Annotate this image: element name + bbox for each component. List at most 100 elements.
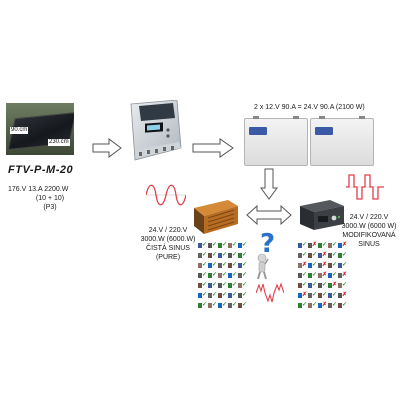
panel-width-label: 230.cm: [48, 139, 70, 146]
appliance-icon: [298, 243, 302, 248]
appliance-icon: [228, 243, 232, 248]
mod-appliance-cell: ✓: [308, 272, 317, 280]
appliance-icon: [238, 303, 242, 308]
battery-terminal: [293, 116, 299, 119]
check-icon: ✓: [302, 242, 308, 248]
mod-appliance-cell: ✓: [338, 262, 347, 270]
appliance-icon: [318, 253, 322, 258]
appliance-icon: [238, 273, 242, 278]
appliance-icon: [198, 263, 202, 268]
appliance-icon: [298, 293, 302, 298]
mod-appliance-cell: ✗: [338, 272, 347, 280]
appliance-icon: [298, 283, 302, 288]
pure-appliance-cell: ✓: [228, 302, 238, 310]
appliance-icon: [218, 303, 222, 308]
pure-appliance-cell: ✓: [218, 302, 227, 310]
panel-height-label: 90.cm: [10, 127, 29, 134]
appliance-icon: [218, 253, 222, 258]
check-icon: ✓: [242, 272, 248, 278]
battery-terminal: [359, 116, 365, 119]
cross-icon: ✗: [322, 272, 328, 278]
pure-appliance-cell: ✓: [218, 282, 228, 290]
question-figure: ?: [252, 228, 288, 285]
appliance-icon: [338, 293, 342, 298]
cross-icon: ✗: [342, 242, 348, 248]
check-icon: ✓: [242, 282, 248, 288]
appliance-icon: [318, 243, 322, 248]
mod-appliance-cell: ✓: [308, 252, 318, 260]
pure-appliance-cell: ✓: [198, 262, 208, 270]
check-icon: ✓: [342, 302, 348, 308]
check-icon: ✓: [302, 252, 308, 258]
appliance-icon: [338, 253, 342, 258]
check-icon: ✓: [312, 252, 318, 258]
appliance-icon: [298, 253, 302, 258]
check-icon: ✓: [232, 302, 238, 308]
check-icon: ✓: [222, 262, 228, 268]
mod-inverter-line4: SINUS: [358, 241, 380, 248]
check-icon: ✓: [202, 262, 208, 268]
appliance-icon: [238, 243, 242, 248]
mod-appliance-cell: ✓: [318, 242, 327, 250]
modified-sine-inverter: [298, 198, 346, 232]
mod-appliance-cell: ✗: [318, 302, 327, 310]
appliance-icon: [228, 283, 232, 288]
appliance-icon: [328, 293, 332, 298]
check-icon: ✓: [332, 262, 338, 268]
appliance-icon: [328, 253, 332, 258]
appliance-icon: [208, 273, 212, 278]
appliance-icon: [338, 283, 342, 288]
appliance-icon: [228, 293, 232, 298]
appliance-icon: [328, 283, 332, 288]
appliance-icon: [318, 303, 322, 308]
mod-appliance-cell: ✓: [328, 292, 337, 300]
pure-appliance-cell: ✓: [198, 272, 207, 280]
arrow-double-inverters: [246, 205, 292, 225]
check-icon: ✓: [222, 282, 228, 288]
check-icon: ✓: [332, 302, 338, 308]
pure-appliance-cell: ✓: [198, 292, 207, 300]
check-icon: ✓: [332, 242, 338, 248]
panel-spec-line1: 176.V 13.A 2200.W: [8, 186, 69, 193]
mod-appliance-cell: ✗: [298, 292, 308, 300]
pure-appliance-cell: ✓: [198, 302, 207, 310]
appliance-icon: [308, 303, 312, 308]
cross-icon: ✗: [322, 262, 328, 268]
battery-label: 2 x 12.V 90.A = 24.V 90.A (2100 W): [254, 104, 365, 111]
appliance-icon: [338, 243, 342, 248]
pure-appliance-cell: ✓: [228, 242, 237, 250]
check-icon: ✓: [212, 262, 218, 268]
check-icon: ✓: [202, 282, 208, 288]
pure-appliance-cell: ✓: [218, 252, 227, 260]
cross-icon: ✗: [302, 292, 308, 298]
appliance-icon: [208, 293, 212, 298]
check-icon: ✓: [232, 282, 238, 288]
appliance-icon: [238, 293, 242, 298]
check-icon: ✓: [222, 292, 228, 298]
pure-appliance-cell: ✓: [238, 302, 248, 310]
check-icon: ✓: [232, 262, 238, 268]
check-icon: ✓: [242, 302, 248, 308]
check-icon: ✓: [312, 302, 318, 308]
appliance-icon: [328, 273, 332, 278]
check-icon: ✓: [242, 262, 248, 268]
mod-appliance-cell: ✗: [318, 252, 327, 260]
check-icon: ✓: [212, 292, 218, 298]
appliance-icon: [198, 253, 202, 258]
appliance-icon: [208, 263, 212, 268]
appliance-icon: [308, 293, 312, 298]
mod-appliance-cell: ✓: [298, 272, 307, 280]
battery-terminal: [253, 116, 259, 119]
pure-appliance-cell: ✓: [218, 292, 228, 300]
mod-appliance-cell: ✗: [318, 262, 328, 270]
pure-appliance-cell: ✓: [228, 292, 238, 300]
check-icon: ✓: [212, 242, 218, 248]
mod-appliance-cell: ✗: [338, 242, 348, 250]
mod-inverter-line2: 3000.W (6000 W): [341, 223, 397, 230]
panel-spec-line2: (10 + 10): [35, 195, 65, 202]
appliance-icon: [228, 253, 232, 258]
check-icon: ✓: [232, 292, 238, 298]
appliance-icon: [318, 293, 322, 298]
check-icon: ✓: [302, 282, 308, 288]
battery-2: [310, 116, 374, 166]
